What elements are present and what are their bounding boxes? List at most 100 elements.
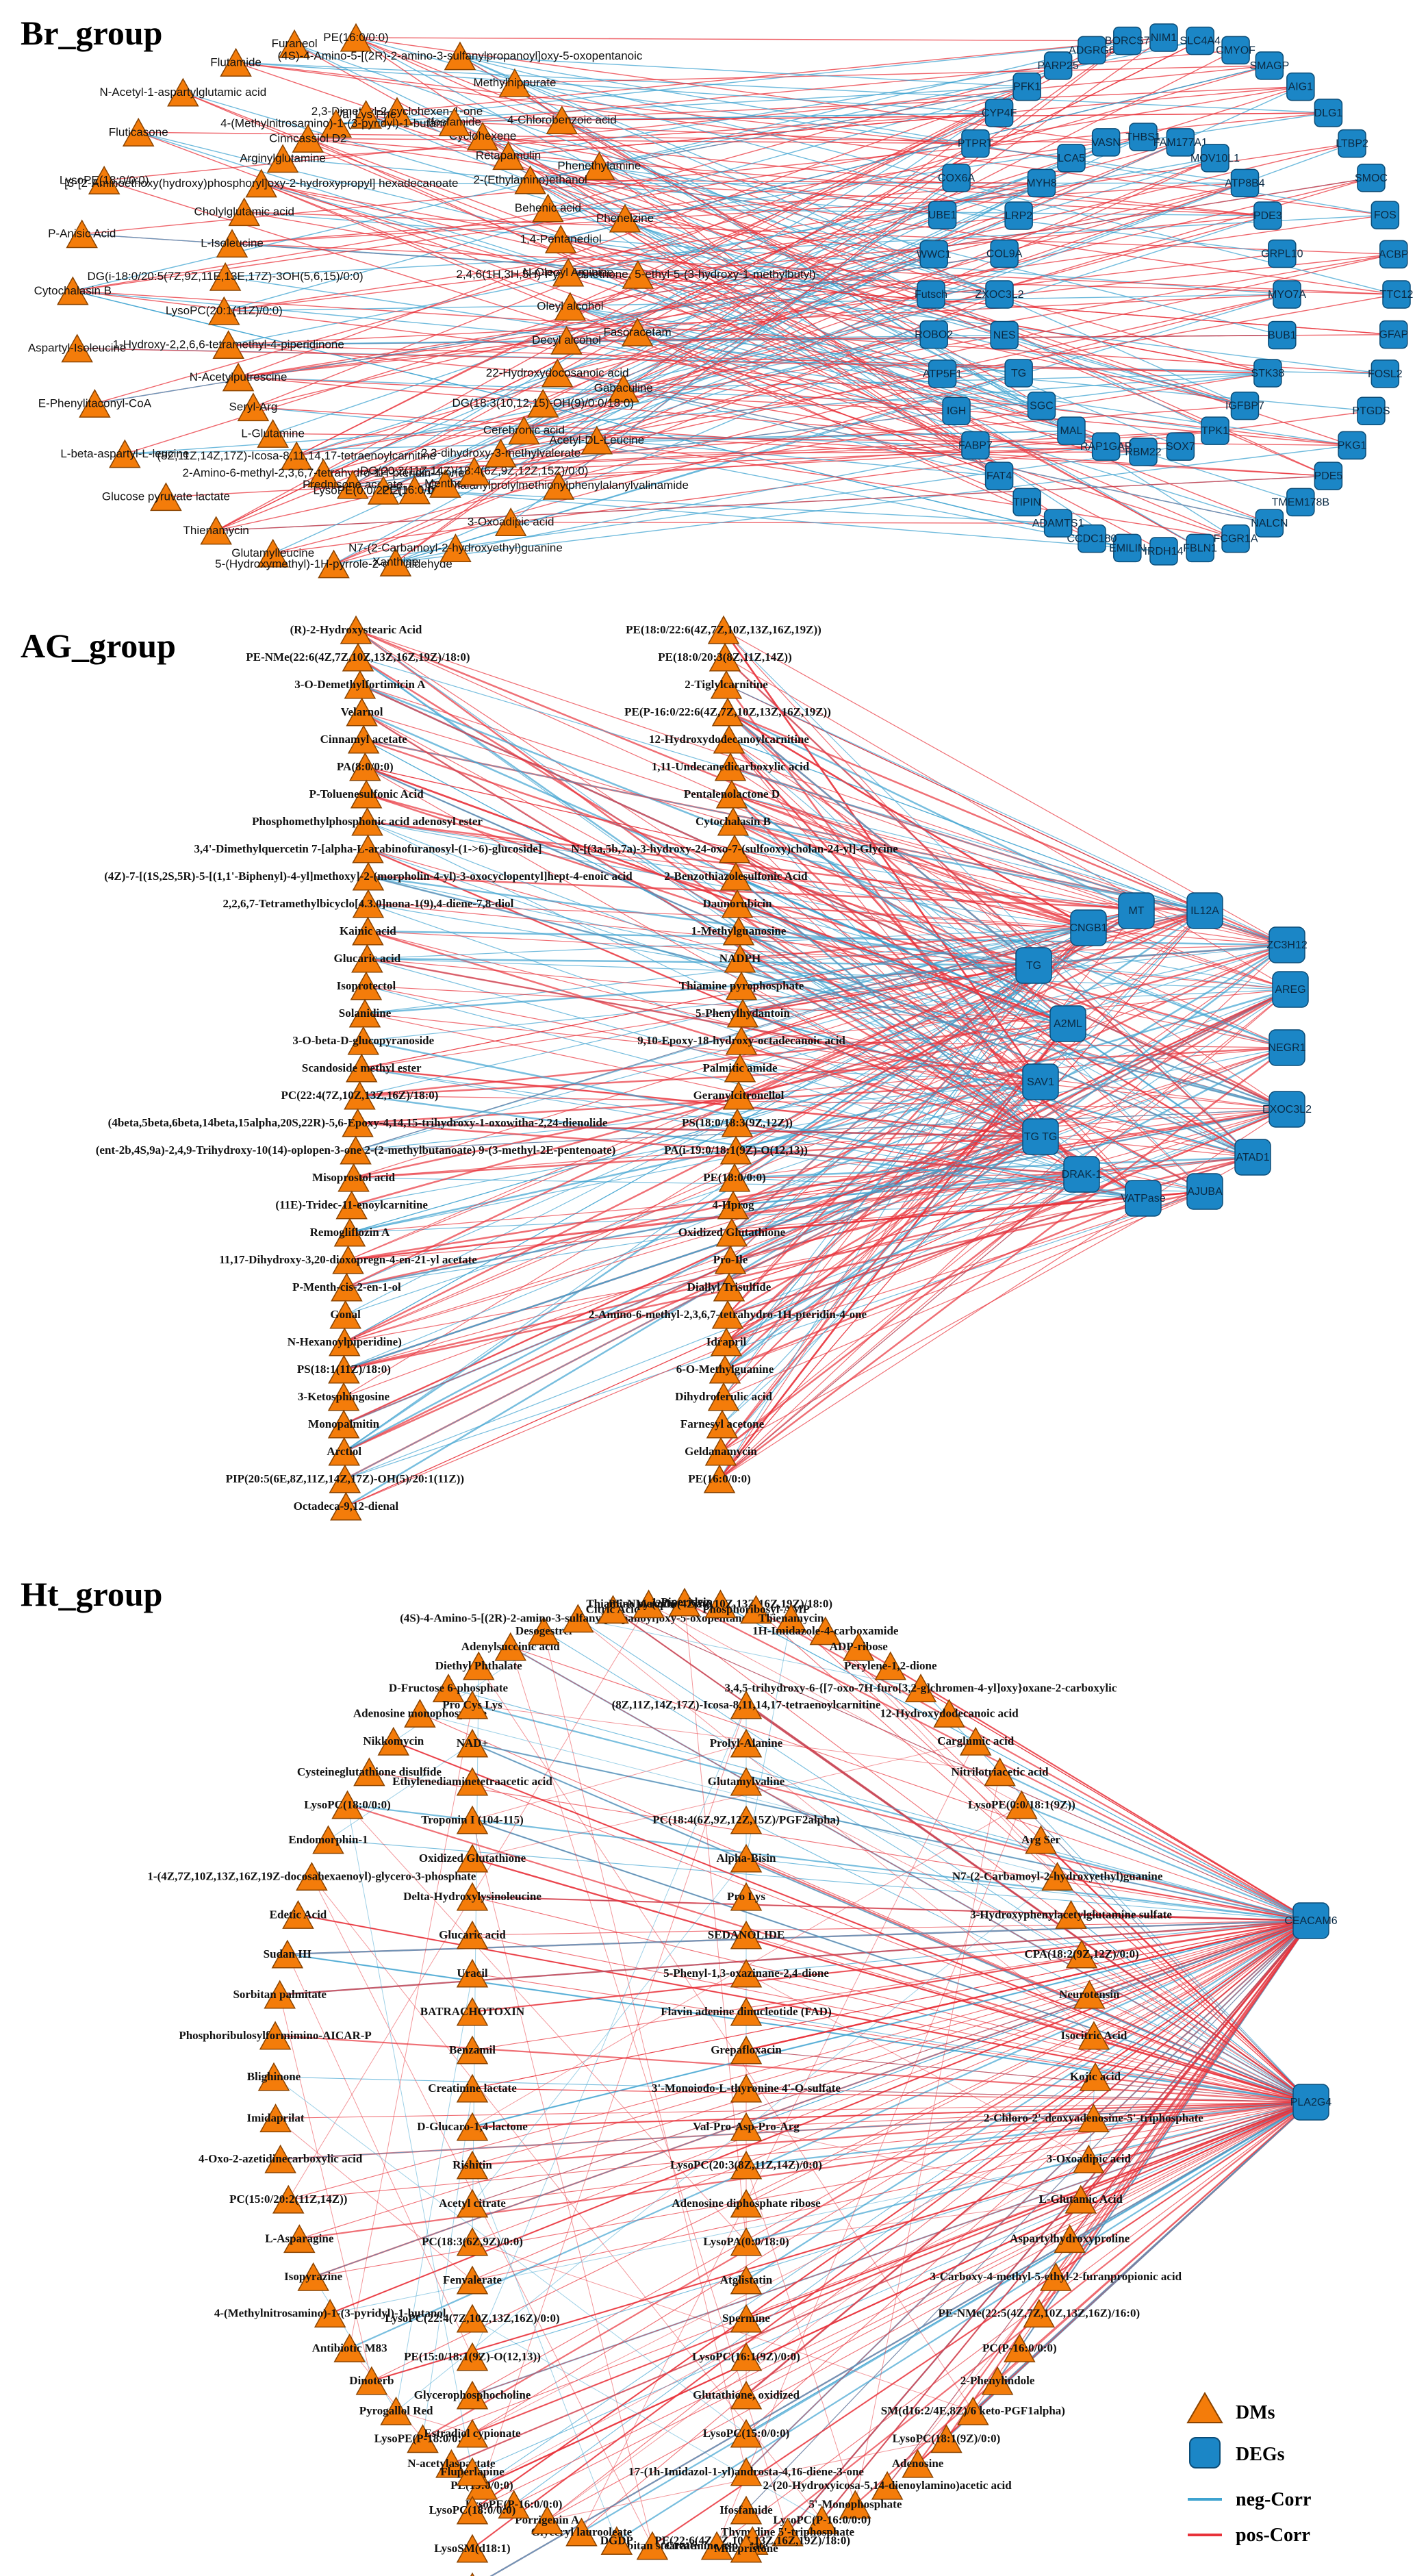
pos-corr-edge	[369, 1771, 1312, 1921]
dm-node-0-33: [3-[2-Aminoethoxy(hydroxy)phosphoryl]oxy…	[64, 168, 458, 198]
dm-triangle-icon	[730, 2495, 763, 2525]
dm-label: LysoPC(18:0/0:0)	[429, 2503, 516, 2516]
dm-label: Seryl-Arg	[229, 401, 278, 414]
neg-corr-edge	[347, 1804, 473, 2473]
neg-corr-edge	[745, 2011, 1312, 2103]
dm-node-0-2: Flutamide	[210, 47, 262, 77]
dm-triangle-icon	[456, 1767, 489, 1796]
dm-triangle-icon	[333, 2333, 366, 2362]
deg-node-0-43: ATP8B4	[1225, 168, 1265, 198]
dm-label: 2-(Ethylamino)ethanol	[473, 173, 587, 186]
pos-corr-edge	[514, 65, 1270, 84]
neg-corr-edge	[472, 1819, 1312, 2103]
deg-label: NALCN	[1251, 518, 1288, 529]
deg-label: SAV1	[1027, 1076, 1054, 1088]
dm-label: P-Menth-cis-2-en-1-ol	[292, 1280, 401, 1293]
pos-corr-edge	[77, 348, 1268, 374]
neg-corr-edge	[570, 306, 1270, 524]
neg-corr-edge	[568, 272, 1386, 375]
dm-triangle-icon	[342, 642, 374, 672]
dm-label: Decyl alcohol	[532, 333, 601, 346]
deg-node-1-6: A2ML	[1049, 1005, 1086, 1042]
dm-triangle-icon	[212, 330, 244, 359]
deg-node-0-63: VASN	[1091, 128, 1121, 157]
pos-corr-edge	[231, 182, 1042, 244]
pos-corr-edge	[422, 2101, 1312, 2440]
pos-corr-edge	[730, 766, 1034, 966]
pos-corr-edge	[307, 138, 1144, 453]
pos-corr-edge	[719, 1174, 1082, 1480]
dm-triangle-icon	[257, 538, 289, 568]
deg-label: FCGR1A	[1214, 533, 1258, 545]
pos-corr-edge	[719, 944, 1288, 1480]
dm-label: [3-[2-Aminoethoxy(hydroxy)phosphoryl]oxy…	[64, 177, 458, 190]
dm-triangle-icon	[541, 358, 574, 388]
neg-corr-edge	[720, 1081, 1041, 1452]
neg-corr-edge	[472, 1742, 1312, 1922]
deg-node-0-44: PDE3	[1253, 201, 1282, 230]
dm-node-0-51: DG(18:3(10,12,15)-OH(9)/0:0/18:0)	[452, 388, 634, 418]
deg-node-1-9: EXOC3L2	[1262, 1091, 1312, 1128]
dm-node-2-57: Aspartylhydroxyproline	[1010, 2224, 1130, 2253]
dm-label: N-Acetylputrescine	[190, 370, 288, 383]
deg-node-0-4: AIG1	[1286, 72, 1315, 101]
deg-label: ZC3H12	[1266, 939, 1308, 951]
pos-corr-edge	[346, 1109, 1288, 1507]
dm-label: Octadeca-9,12-dienal	[294, 1500, 399, 1513]
pos-corr-edge	[560, 238, 1072, 431]
pos-corr-edge	[183, 92, 1236, 540]
neg-corr-edge	[920, 1688, 1312, 2103]
pos-corr-edge	[366, 793, 1069, 1025]
dm-triangle-icon	[318, 549, 350, 579]
pos-corr-edge	[508, 86, 1301, 157]
dm-node-1-30: 3-O-beta-D-glucopyranoside	[292, 1026, 435, 1055]
dm-label: Citric Acid	[586, 1603, 641, 1616]
dm-label: PE(16:0/0:0)	[688, 1472, 751, 1485]
pos-corr-edge	[734, 909, 1137, 1179]
dm-node-0-53: Decyl alcohol	[532, 325, 601, 355]
dm-label: Benzamil	[449, 2043, 496, 2056]
deg-legend-icon	[1189, 2437, 1221, 2468]
pos-corr-edge	[547, 2101, 1312, 2521]
pos-corr-edge	[1057, 1876, 1312, 1921]
neg-corr-edge	[261, 182, 1245, 184]
dm-label: BATRACHOTOXIN	[420, 2005, 525, 2018]
pos-corr-edge	[472, 2101, 1312, 2511]
dm-label: Glutathione, oxidized	[693, 2388, 800, 2401]
dm-triangle-icon	[550, 325, 583, 355]
dm-node-1-7: PE(P-16:0/22:6(4Z,7Z,10Z,13Z,16Z,19Z))	[624, 697, 831, 727]
dm-node-1-45: Oxidized Glutathione	[678, 1217, 786, 1247]
dm-node-2-65: 2-(20-Hydroxyicosa-5,14-dienoylamino)ace…	[763, 2471, 1012, 2500]
dm-triangle-icon	[264, 2144, 296, 2173]
dm-label: D-Glucaro-1,4-lactone	[417, 2120, 528, 2133]
dm-label: LysoPE(0:0/18:1(9Z))	[968, 1798, 1075, 1811]
dm-label: PE-NMe(22:6(4Z,7Z,10Z,13Z,16Z,19Z)/18:0)	[246, 651, 470, 664]
neg-corr-edge	[363, 1039, 1144, 1200]
dm-node-1-38: (ent-2b,4S,9a)-2,4,9-Trihydroxy-10(14)-o…	[96, 1135, 615, 1165]
dm-node-0-21: Fasoracetam	[604, 317, 672, 346]
deg-square-icon	[1230, 391, 1260, 420]
deg-square-icon	[1268, 1091, 1305, 1128]
pos-corr-edge	[558, 372, 1268, 486]
dm-triangle-icon	[775, 1604, 807, 1633]
dm-label: PE(15:0/18:1(9Z)-O(12,13))	[404, 2350, 541, 2363]
deg-square-icon	[942, 396, 971, 425]
dm-label: Cerebronic acid	[483, 424, 565, 437]
dm-node-0-9: E-Phenylitaconyl-CoA	[38, 388, 152, 418]
dm-label: PE(22:6(4Z,7Z,10Z,13Z,16Z,19Z)/18:0)	[654, 2534, 850, 2547]
neg-corr-edge	[367, 821, 1041, 1083]
pos-corr-edge	[231, 182, 1245, 244]
neg-corr-edge	[726, 1046, 1288, 1343]
dm-label: LysoPC(20:3(8Z,11Z,14Z)/0:0)	[670, 2158, 822, 2171]
neg-corr-edge	[273, 2076, 747, 2434]
deg-node-0-15: PDE5	[1314, 462, 1342, 490]
dm-node-2-27: Adenosine monophosphate	[353, 1698, 487, 1728]
neg-corr-edge	[355, 37, 1106, 447]
deg-square-icon	[985, 280, 1014, 309]
dm-label: Cysteineglutathione disulfide	[297, 1765, 442, 1778]
dm-label: Edetic Acid	[270, 1908, 327, 1921]
dm-triangle-icon	[722, 1081, 755, 1110]
dm-label: N7-(2-Carbamoyl-2-hydroxyethyl)guanine	[952, 1869, 1163, 1882]
pos-corr-edge	[720, 1174, 1082, 1452]
legend-dms-label: DMs	[1236, 2402, 1275, 2423]
